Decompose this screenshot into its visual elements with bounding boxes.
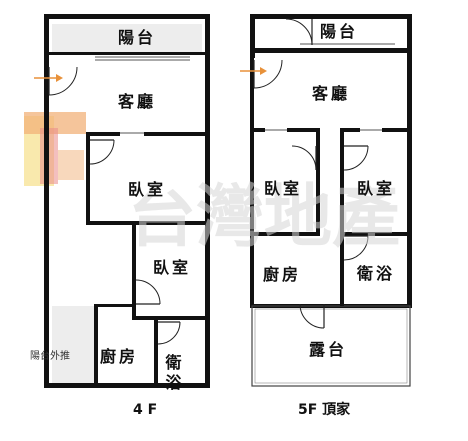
- room-label-bath-4f: 衛浴: [163, 353, 183, 394]
- room-label-bedroom2-5f: 臥室: [357, 179, 395, 198]
- room-label-kitchen-5f: 廚房: [263, 265, 301, 284]
- floor-5f: [240, 14, 412, 387]
- room-label-living-4f: 客廳: [118, 92, 156, 111]
- caption-5f: 5F 頂家: [298, 401, 351, 418]
- balcony-push-hatch: [52, 306, 94, 386]
- room-label-balcony-push-4f: 陽台外推: [30, 349, 70, 362]
- room-label-balcony-4f: 陽台: [118, 28, 156, 47]
- floor-4f: [34, 14, 210, 388]
- room-label-bedroom1-5f: 臥室: [264, 179, 302, 198]
- room-label-bedroom2-4f: 臥室: [153, 258, 191, 277]
- caption-4f: 4 F: [133, 402, 157, 418]
- room-label-bath-5f: 衛浴: [356, 264, 395, 283]
- room-label-balcony-5f: 陽台: [320, 22, 358, 41]
- room-label-living-5f: 客廳: [312, 84, 350, 103]
- room-label-kitchen-4f: 廚房: [100, 347, 138, 366]
- balcony-hatch: [52, 24, 202, 52]
- watermark-logo: [24, 112, 86, 186]
- room-label-bedroom1-4f: 臥室: [128, 180, 166, 199]
- watermark-text: 台灣地產: [128, 177, 400, 257]
- room-label-terrace-5f: 露台: [309, 340, 347, 359]
